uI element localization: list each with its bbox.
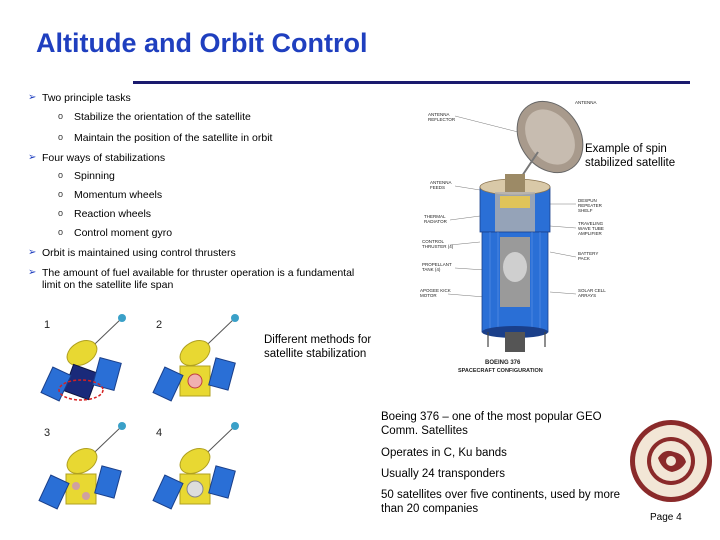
university-seal-icon xyxy=(630,420,712,502)
circle-bullet-icon: o xyxy=(58,227,64,237)
coverage-caption: 50 satellites over five continents, used… xyxy=(381,489,621,515)
page-title: Altitude and Orbit Control xyxy=(36,28,368,58)
circle-bullet-icon: o xyxy=(58,208,64,218)
circle-bullet-icon: o xyxy=(58,132,64,142)
arrow-bullet-icon: ➢ xyxy=(28,247,37,258)
satellite-method-4 xyxy=(152,422,239,510)
boeing-caption: Boeing 376 – one of the most popular GEO… xyxy=(381,411,602,437)
stabilization-methods-diagram: 1 2 3 4 xyxy=(38,314,239,510)
arrow-bullet-icon: ➢ xyxy=(28,152,37,163)
satellite-method-1 xyxy=(40,314,126,402)
methods-caption: Different methods for satellite stabiliz… xyxy=(264,334,372,360)
boeing-label: BOEING 376 xyxy=(485,360,521,366)
satellite-method-3 xyxy=(38,422,126,510)
method-number-4: 4 xyxy=(156,427,162,439)
arrow-bullet-icon: ➢ xyxy=(28,92,37,103)
circle-bullet-icon: o xyxy=(58,111,64,121)
title-rule xyxy=(133,81,690,84)
circle-bullet-icon: o xyxy=(58,170,64,180)
method-number-1: 1 xyxy=(44,319,50,331)
bands-caption: Operates in C, Ku bands xyxy=(381,447,507,459)
method-number-2: 2 xyxy=(156,319,162,331)
circle-bullet-icon: o xyxy=(58,189,64,199)
page-number: Page 4 xyxy=(650,512,682,523)
satellite-method-2 xyxy=(152,314,239,402)
method-number-3: 3 xyxy=(44,427,50,439)
arrow-bullet-icon: ➢ xyxy=(28,267,37,278)
transponders-caption: Usually 24 transponders xyxy=(381,468,506,480)
spacecraft-config-label: SPACECRAFT CONFIGURATION xyxy=(458,368,543,374)
spin-example-caption: Example of spin stabilized satellite xyxy=(585,143,676,169)
label-antenna: ANTENNA xyxy=(575,100,597,105)
